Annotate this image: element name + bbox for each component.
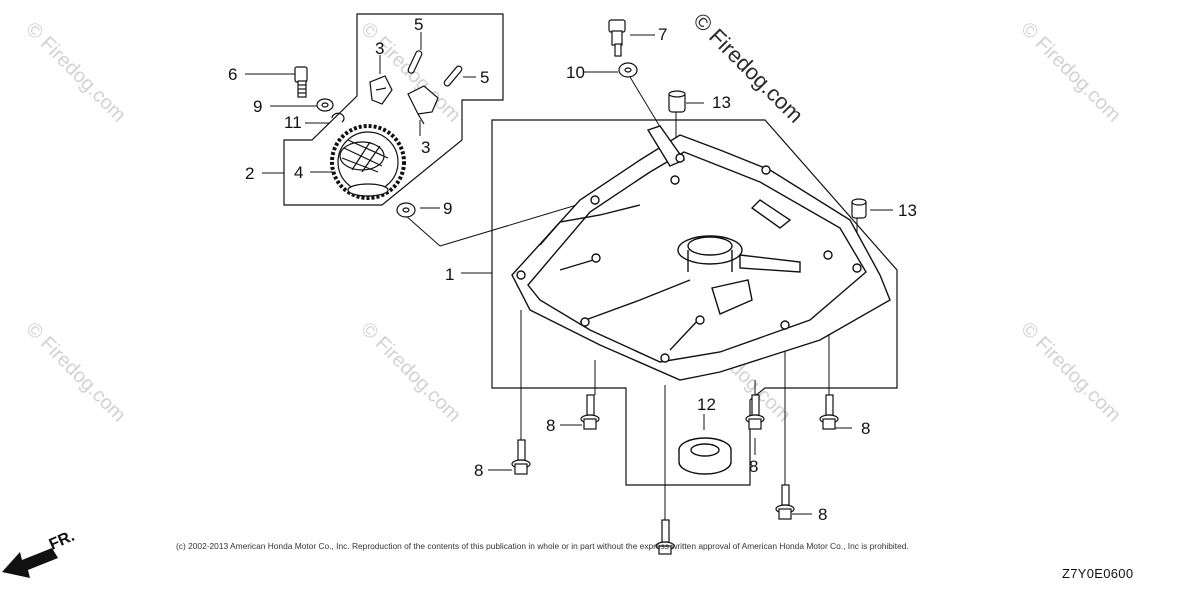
callout-4: 4 <box>294 163 303 182</box>
callout-3a: 3 <box>375 39 384 58</box>
callout-10: 10 <box>566 63 585 82</box>
callout-8a: 8 <box>546 416 555 435</box>
callout-13b: 13 <box>898 201 917 220</box>
callout-8d: 8 <box>861 419 870 438</box>
callout-5b: 5 <box>480 68 489 87</box>
washer-10-icon <box>618 62 638 78</box>
breather-bolt-icon <box>608 19 626 57</box>
svg-text:FR.: FR. <box>47 528 77 554</box>
washer-lower-icon <box>396 202 416 218</box>
callout-8c: 8 <box>749 457 758 476</box>
callout-13a: 13 <box>712 93 731 112</box>
callout-1: 1 <box>445 265 454 284</box>
governor-gear-icon <box>330 124 406 200</box>
dowel-pin-icon <box>668 90 867 219</box>
callout-7: 7 <box>658 25 667 44</box>
svg-text:© Firedog.com: © Firedog.com <box>356 318 465 427</box>
oil-pan-group-box <box>491 119 898 486</box>
svg-text:© Firedog.com: © Firedog.com <box>21 18 130 127</box>
callout-labels: 1 2 3 3 4 5 5 6 7 8 8 8 8 8 9 9 10 11 12… <box>228 15 917 524</box>
leader-lines <box>245 32 893 520</box>
callout-3b: 3 <box>421 138 430 157</box>
svg-text:© Firedog.com: © Firedog.com <box>21 318 130 427</box>
svg-text:© Firedog.com: © Firedog.com <box>688 8 808 128</box>
oil-seal-icon <box>678 437 732 475</box>
callout-5a: 5 <box>414 15 423 34</box>
svg-text:© Firedog.com: © Firedog.com <box>1016 318 1125 427</box>
governor-arm-icon <box>369 75 439 125</box>
pin-icon <box>407 50 463 87</box>
governor-group-box <box>283 13 504 206</box>
callout-9a: 9 <box>253 97 262 116</box>
callout-8e: 8 <box>818 505 827 524</box>
copyright-notice: (c) 2002-2013 American Honda Motor Co., … <box>176 541 909 551</box>
front-direction-arrow-icon: FR. <box>2 528 77 578</box>
callout-8b: 8 <box>474 461 483 480</box>
washer-icon <box>316 98 345 123</box>
callout-6: 6 <box>228 65 237 84</box>
callout-9b: 9 <box>443 199 452 218</box>
flange-bolt-icon <box>511 394 839 555</box>
oil-pan-icon <box>511 125 891 381</box>
watermark-main: © Firedog.com <box>688 8 808 128</box>
callout-12: 12 <box>697 395 716 414</box>
callout-2: 2 <box>245 164 254 183</box>
callout-11: 11 <box>284 113 302 132</box>
svg-text:© Firedog.com: © Firedog.com <box>1016 18 1125 127</box>
bolt-icon <box>294 66 308 98</box>
diagram-code: Z7Y0E0600 <box>1062 566 1134 581</box>
